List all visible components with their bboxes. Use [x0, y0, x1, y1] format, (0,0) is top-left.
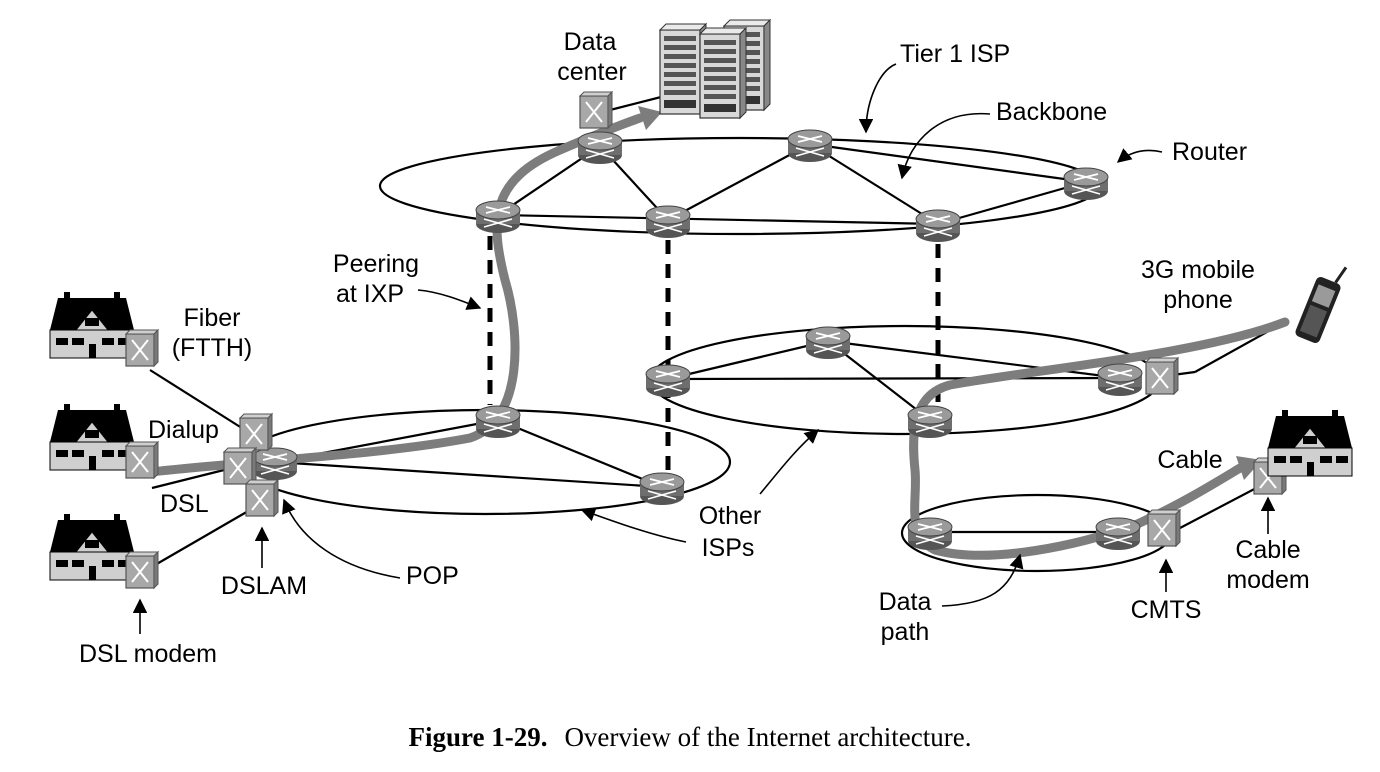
label-mobile-2: phone [1163, 286, 1233, 314]
dslam-switch[interactable] [245, 479, 279, 517]
label-cmts: CMTS [1131, 596, 1202, 624]
label-other-isps-2: ISPs [702, 534, 755, 562]
label-tier1-isp: Tier 1 ISP [900, 40, 1010, 68]
house-dialup-modem[interactable] [125, 441, 159, 479]
label-router: Router [1172, 138, 1247, 166]
router-pop-2[interactable] [639, 472, 685, 506]
router-cable-1[interactable] [907, 517, 953, 551]
label-fiber-2: (FTTH) [172, 334, 253, 362]
mobile-phone-icon[interactable] [1294, 259, 1349, 345]
figure-title: Overview of the Internet architecture. [564, 722, 971, 752]
label-dsl: DSL [160, 490, 209, 518]
label-cable: Cable [1157, 446, 1222, 474]
label-dialup: Dialup [148, 416, 219, 444]
data-path-right [909, 317, 1290, 560]
label-peering-2: at IXP [336, 280, 404, 308]
figure-number: Figure 1-29. [409, 722, 548, 752]
house-dsl-modem[interactable] [125, 551, 159, 589]
data-path-left [145, 113, 645, 477]
pop-switch[interactable] [223, 447, 257, 485]
label-pop: POP [406, 562, 459, 590]
router-pop-1[interactable] [475, 405, 521, 439]
label-data-center-1: Data [564, 28, 617, 56]
label-cable-modem-1: Cable [1235, 536, 1300, 564]
label-fiber-1: Fiber [184, 304, 241, 332]
dialup-switch[interactable] [239, 413, 273, 451]
label-backbone: Backbone [996, 98, 1107, 126]
cmts-switch[interactable] [1147, 509, 1181, 547]
house-cable [1267, 409, 1353, 477]
router-backbone-1[interactable] [475, 200, 521, 234]
router-other-isp-2[interactable] [805, 326, 851, 360]
router-other-isp-1[interactable] [645, 364, 691, 398]
label-cable-modem-2: modem [1226, 566, 1309, 594]
data-center-switch[interactable] [579, 91, 613, 129]
server-rack-1 [659, 23, 707, 115]
router-other-isp-4[interactable] [1097, 363, 1143, 397]
label-mobile-1: 3G mobile [1141, 256, 1255, 284]
other-isp-ring [648, 324, 1162, 436]
house-dsl [49, 513, 135, 581]
label-dslam: DSLAM [221, 572, 307, 600]
router-pop-3[interactable] [252, 447, 298, 481]
router-cable-2[interactable] [1095, 517, 1141, 551]
other-isp-links [667, 321, 1286, 421]
router-backbone-3[interactable] [645, 205, 691, 239]
label-peering-1: Peering [333, 250, 419, 278]
router-other-isp-3[interactable] [907, 405, 953, 439]
label-dsl-modem: DSL modem [79, 640, 217, 668]
server-rack-3 [699, 27, 747, 119]
figure-caption: Figure 1-29. Overview of the Internet ar… [409, 722, 972, 752]
label-data-path-2: path [881, 618, 930, 646]
data-path-left-arrowhead [638, 106, 662, 130]
mobile-base-switch[interactable] [1145, 357, 1179, 395]
router-backbone-2[interactable] [577, 131, 623, 165]
label-other-isps-1: Other [699, 502, 762, 530]
annotation-arrows [132, 63, 1276, 634]
house-fiber [49, 291, 135, 359]
house-dialup [49, 403, 135, 471]
peering-dashed-links [487, 236, 941, 470]
label-data-path-1: Data [879, 588, 932, 616]
label-data-center-2: center [557, 58, 626, 86]
access-links [149, 94, 1263, 566]
router-backbone-4[interactable] [787, 129, 833, 163]
house-fiber-modem[interactable] [125, 329, 159, 367]
router-backbone-5[interactable] [915, 209, 961, 243]
router-backbone-6[interactable] [1063, 167, 1109, 201]
